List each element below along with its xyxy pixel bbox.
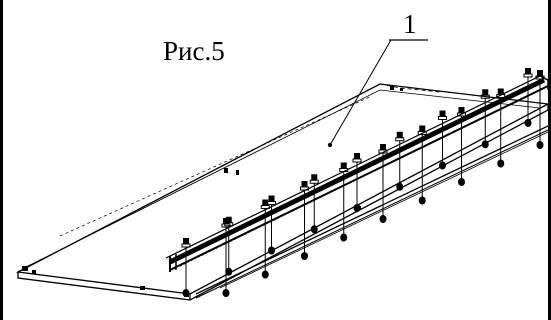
screw-back-7: [457, 107, 466, 186]
figure-caption: Рис.5: [163, 36, 225, 66]
profile-rail-rear: [195, 125, 549, 299]
screw-front-8: [480, 89, 490, 149]
callout-label-1: 1: [403, 9, 417, 39]
screw-front-1: [181, 238, 191, 297]
screw-front-5: [352, 153, 362, 212]
screw-back-1: [221, 218, 231, 297]
callout-leader: [329, 39, 392, 146]
callout-dot: [327, 142, 333, 148]
screw-back-3: [300, 181, 309, 260]
screw-row-back: [221, 70, 545, 297]
screw-front-3: [267, 195, 276, 255]
screw-front-9: [523, 68, 533, 127]
screw-front-7: [438, 110, 447, 170]
screw-back-6: [417, 125, 427, 205]
screw-back-8: [496, 88, 506, 168]
screw-front-4: [309, 174, 319, 234]
screw-front-6: [395, 131, 405, 191]
screw-back-9: [535, 70, 545, 149]
screw-back-2: [260, 199, 270, 279]
screw-back-5: [378, 144, 388, 223]
screw-row-front: [181, 68, 533, 297]
screw-back-4: [339, 162, 349, 242]
